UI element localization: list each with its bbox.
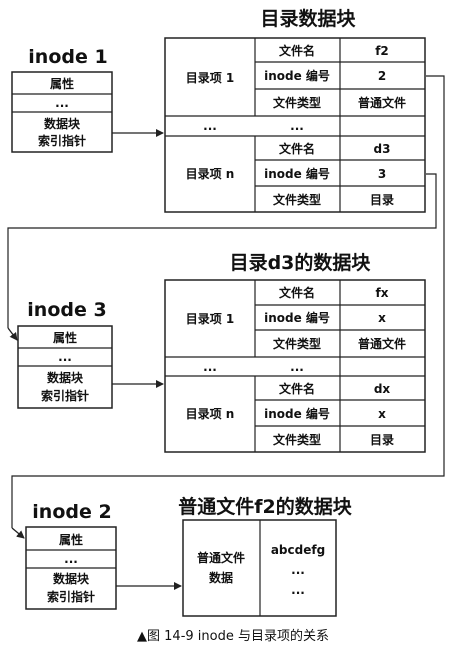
arrow-f2-to-inode2-head [11,527,25,539]
inode-2-attr: 属性 [59,532,83,547]
inode-1-dots: ... [55,96,69,110]
inode-3-title: inode 3 [27,299,106,321]
dir1-entryn-name-val: d3 [374,142,391,156]
dir1-entry1-inode-val: 2 [378,69,386,83]
inode-3-ptr-line2: 索引指针 [41,388,89,403]
dir2-dots-right: ... [290,360,304,374]
dir1-entry1-label: 目录项 1 [186,71,235,85]
dir1-entry1-name-key: 文件名 [279,43,315,58]
arrow-d3-to-inode3-line [7,173,437,328]
file-block-dots1: ... [291,563,305,577]
inode-2-ptr-line1: 数据块 [53,571,90,586]
dir2-entryn-name-val: dx [374,382,391,396]
arrow-f2-to-inode2-line [11,75,445,528]
file-block-dots2: ... [291,583,305,597]
dir1-entry1-name-val: f2 [375,44,389,58]
inode-1-title: inode 1 [28,46,107,68]
dir1-entryn-inode-key: inode 编号 [264,166,330,181]
dir2-entryn-type-key: 文件类型 [273,432,321,447]
file-data-block: 普通文件 数据 abcdefg ... ... [182,519,337,617]
dir-block-1-title: 目录数据块 [260,7,356,30]
dir1-entry1-type-val: 普通文件 [358,95,406,110]
dir2-entryn-name-key: 文件名 [279,381,315,396]
dir2-entry1-name-val: fx [376,286,389,300]
figure-caption: ▲图 14-9 inode 与目录项的关系 [137,628,329,644]
inode-1-attr: 属性 [50,76,74,91]
inode-1-ptr-line1: 数据块 [44,116,81,131]
file-block-label-line2: 数据 [209,570,233,585]
inode-2-box: 属性 ... 数据块 索引指针 [25,526,117,610]
dir2-entry1-label: 目录项 1 [186,312,235,326]
inode-3-attr: 属性 [53,330,77,345]
file-block-label-line1: 普通文件 [197,550,245,565]
arrow-d3-to-inode3-head [7,327,18,341]
dir2-entry1-name-key: 文件名 [279,285,315,300]
dir2-entryn-inode-key: inode 编号 [264,406,330,421]
inode-3-box: 属性 ... 数据块 索引指针 [17,325,113,409]
file-block-title: 普通文件f2的数据块 [178,495,352,518]
dir-block-2-title: 目录d3的数据块 [230,251,372,274]
inode-2-ptr-line2: 索引指针 [47,589,95,604]
dir1-entry1-inode-key: inode 编号 [264,68,330,83]
dir1-entry1-type-key: 文件类型 [273,95,321,110]
dir-table-1: 目录项 1 文件名 f2 inode 编号 2 文件类型 普通文件 ... ..… [164,37,426,213]
dir1-entryn-type-key: 文件类型 [273,192,321,207]
inode-2-title: inode 2 [32,501,111,523]
inode-1-ptr-line2: 索引指针 [38,133,86,148]
dir1-entryn-type-val: 目录 [370,193,394,207]
dir1-dots-left: ... [203,119,217,133]
dir2-entry1-inode-val: x [378,311,386,325]
dir1-dots-right: ... [290,119,304,133]
dir2-entry1-inode-key: inode 编号 [264,310,330,325]
dir2-entryn-type-val: 目录 [370,433,394,447]
inode-3-dots: ... [58,350,72,364]
dir-table-2: 目录项 1 文件名 fx inode 编号 x 文件类型 普通文件 ... ..… [164,279,426,453]
inode-3-ptr-line1: 数据块 [47,370,84,385]
file-block-content: abcdefg [271,543,325,557]
inode-1-box: 属性 ... 数据块 索引指针 [11,71,113,153]
dir2-entryn-label: 目录项 n [186,407,235,421]
dir2-dots-left: ... [203,360,217,374]
dir2-entryn-inode-val: x [378,407,386,421]
dir2-entry1-type-key: 文件类型 [273,336,321,351]
inode-2-dots: ... [64,552,78,566]
dir2-entry1-type-val: 普通文件 [358,336,406,351]
dir1-entryn-label: 目录项 n [186,167,235,181]
dir1-entryn-inode-val: 3 [378,167,386,181]
dir1-entryn-name-key: 文件名 [279,141,315,156]
